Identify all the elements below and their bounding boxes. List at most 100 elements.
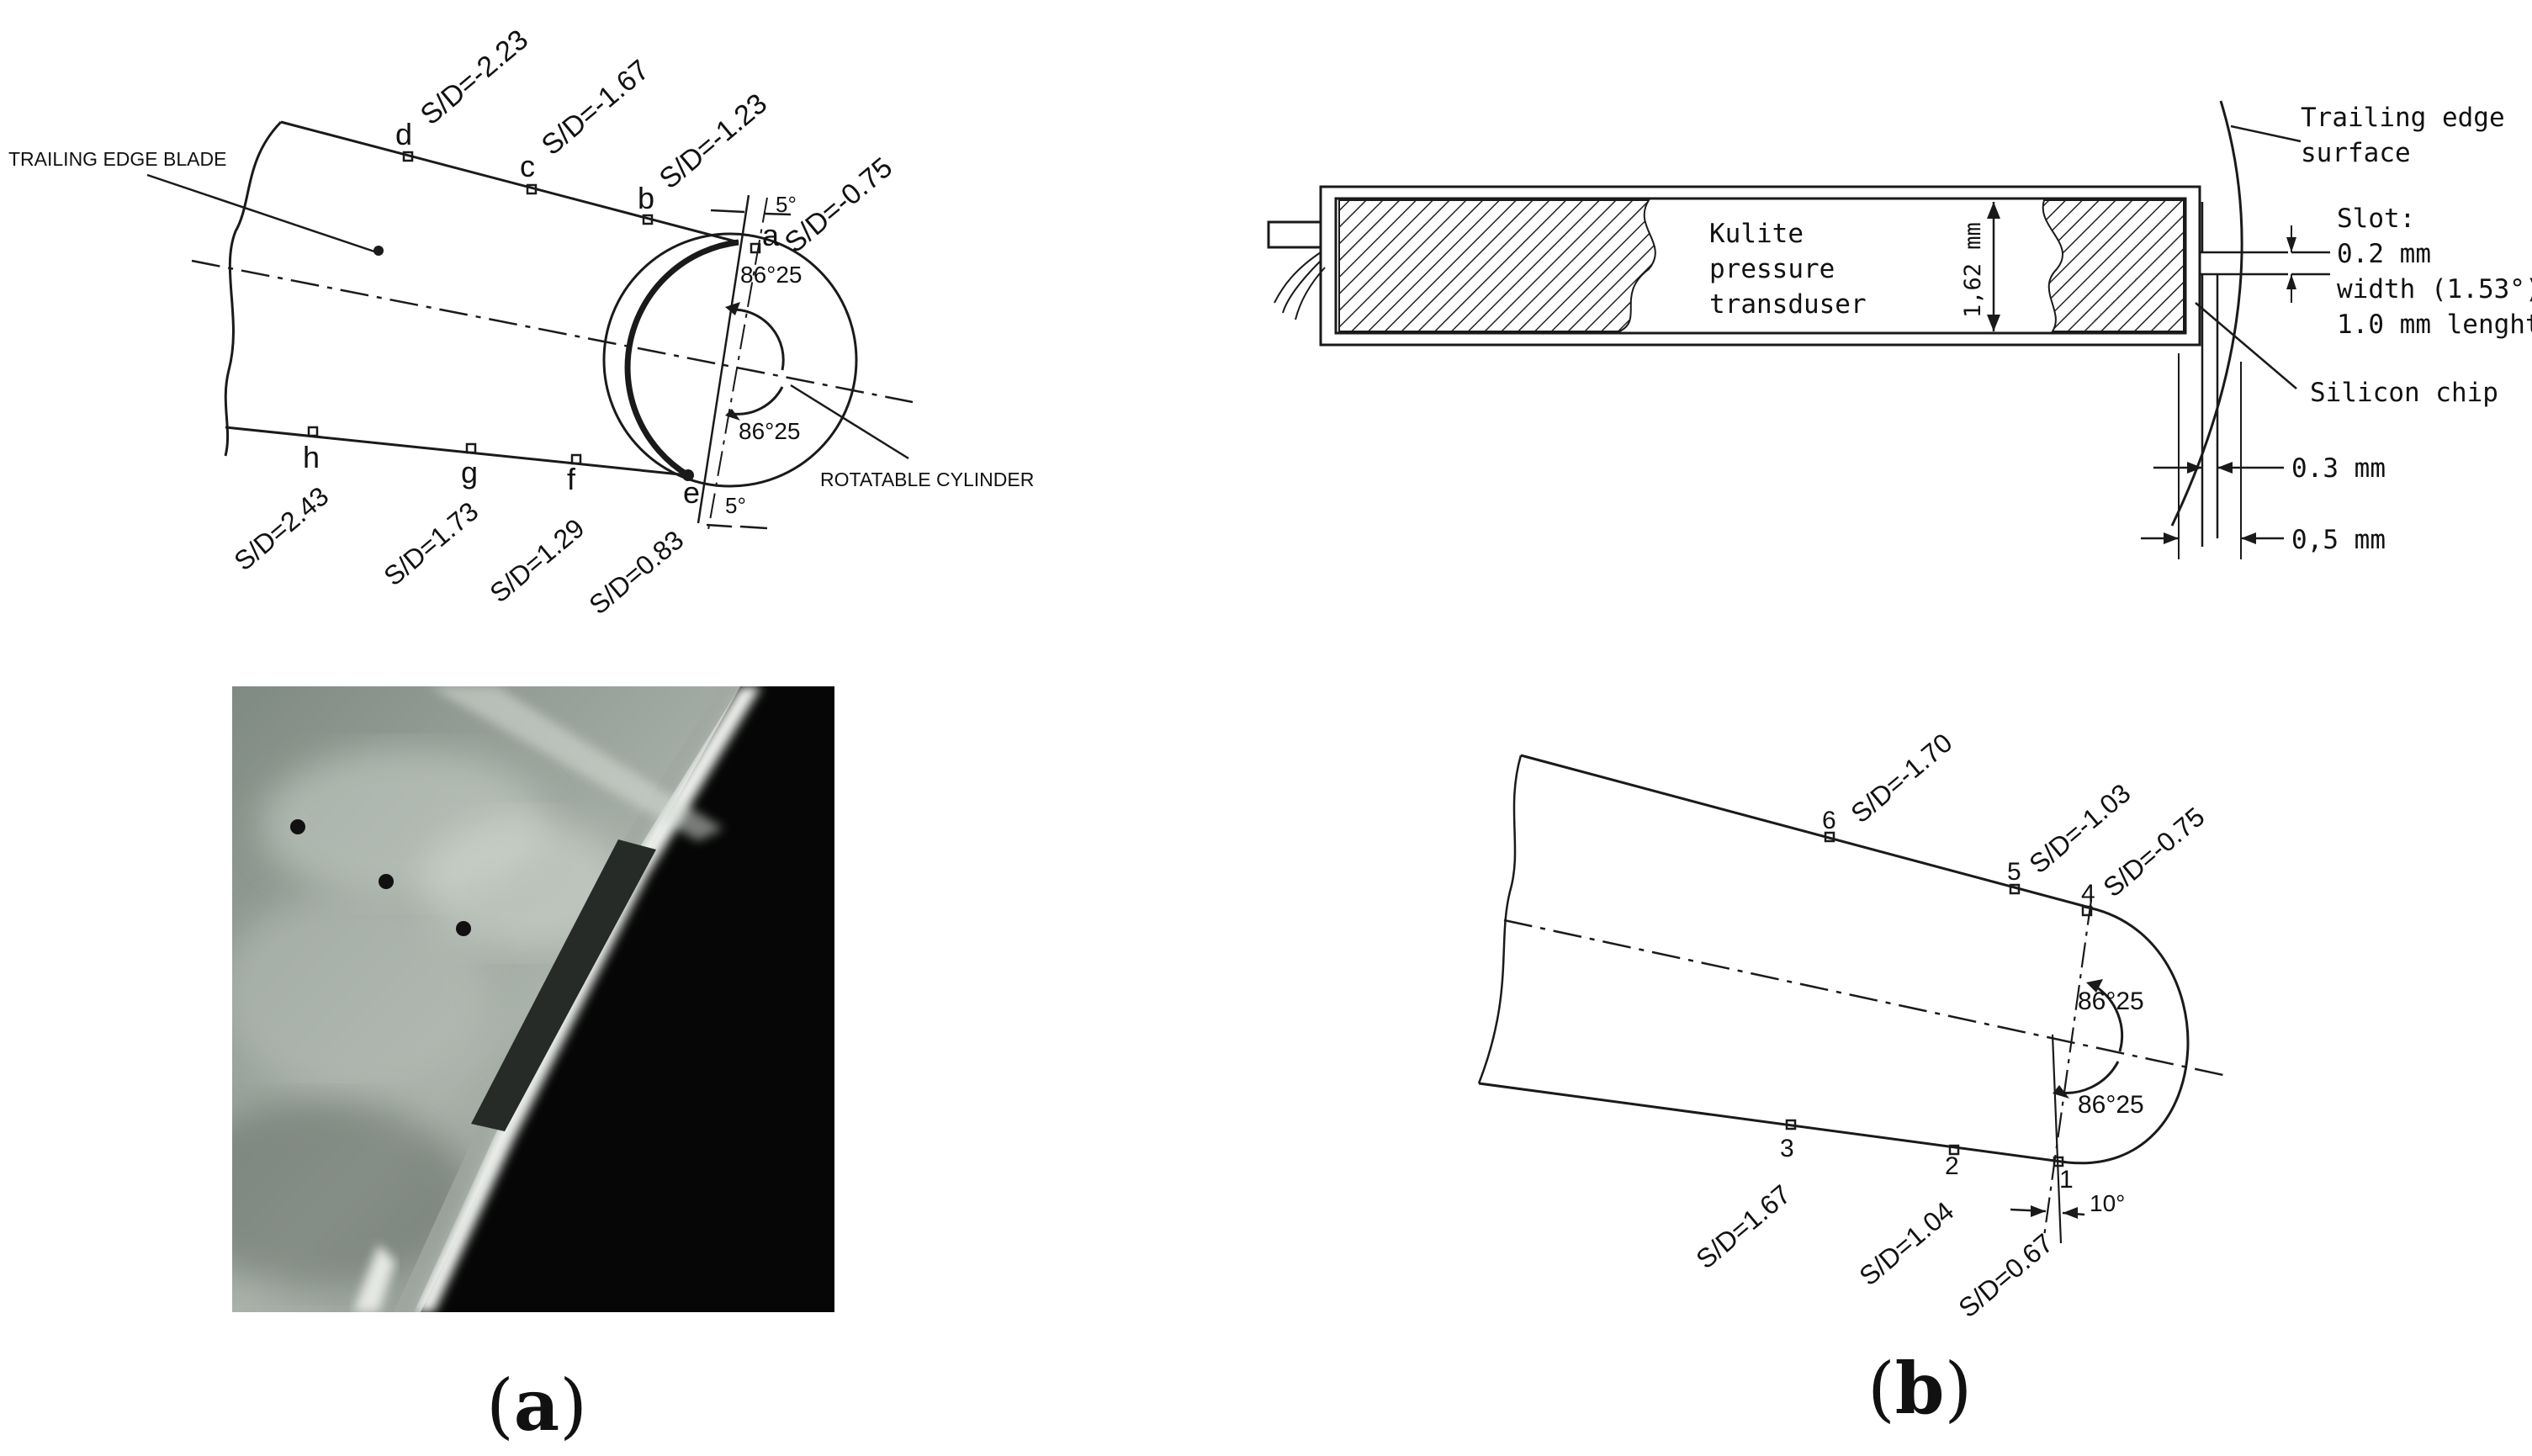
- panel-b-angle-upper: 86°25: [2078, 987, 2144, 1015]
- blade-b-lower-surface: [1478, 1082, 2069, 1164]
- arrowhead-lower: [725, 409, 740, 421]
- blade-photo: [232, 686, 834, 1312]
- blade-centerline: [191, 259, 914, 404]
- tap-e-sd-label: S/D=0.83: [583, 524, 689, 620]
- tap-g-sd-label: S/D=1.73: [378, 495, 484, 591]
- tap-e-marker: [682, 469, 694, 481]
- cylinder-chord-line-1: [697, 194, 750, 524]
- blade-upper-surface: [280, 120, 739, 244]
- rotatable-cylinder-leader: [790, 384, 909, 460]
- trailing-edge-blade-label: TRAILING EDGE BLADE: [8, 148, 226, 170]
- tap-d-sd-label: S/D=-2.23: [415, 24, 534, 131]
- blade-b-angle-arc-lower: [2053, 1061, 2120, 1094]
- tap-5-marker: [2009, 883, 2021, 895]
- panel-a-angle-lower: 86°25: [739, 418, 801, 444]
- tap-d-letter: d: [395, 117, 412, 151]
- panel-b-angle-10: 10°: [2090, 1190, 2125, 1216]
- tap-1-number: 1: [2059, 1166, 2074, 1194]
- cylinder-heavy-arc: [624, 239, 739, 478]
- tap-f-marker: [570, 453, 582, 465]
- tap-2-sd-label: S/D=1.04: [1853, 1195, 1959, 1291]
- rotatable-cylinder-label: ROTATABLE CYLINDER: [820, 469, 1034, 490]
- blade-b-chord-line-2: [2051, 1034, 2063, 1244]
- tap-1-marker: [2053, 1156, 2064, 1167]
- tap-b-marker: [642, 214, 654, 225]
- tap-3-marker: [1785, 1119, 1797, 1130]
- tap-b-sd-label: S/D=-1.23: [654, 87, 773, 195]
- slot-label-4: 1.0 mm lenght: [2337, 310, 2532, 340]
- blade-point-dot: [373, 246, 384, 256]
- sensor-cable: [1267, 220, 1322, 249]
- tap-4-marker: [2081, 905, 2093, 917]
- tap-a-letter: a: [762, 218, 780, 252]
- tap-h-letter: h: [303, 440, 320, 474]
- blade-b-angle-arc-upper: [2094, 984, 2124, 1052]
- blade-b-break-line: [1477, 754, 1523, 1084]
- tap-3-number: 3: [1780, 1135, 1794, 1162]
- tap-3-sd-label: S/D=1.67: [1690, 1178, 1796, 1274]
- tap-g-marker: [465, 442, 477, 454]
- trailing-edge-surface-label-1: Trailing edge: [2301, 103, 2505, 133]
- trailing-edge-surface-curve: [2170, 100, 2243, 527]
- trailing-edge-surface-label-2: surface: [2301, 138, 2411, 168]
- blade-b-trailing-edge-arc: [2067, 905, 2190, 1165]
- blade-b-upper-surface: [1520, 754, 2094, 910]
- photo-tap-hole-1: [290, 819, 305, 834]
- angle-arc-lower: [731, 386, 784, 416]
- angle-arc-upper: [731, 308, 785, 371]
- tap-6-sd-label: S/D=-1.70: [1845, 728, 1957, 829]
- tap-c-marker: [526, 183, 538, 195]
- rotatable-cylinder-circle: [602, 232, 858, 488]
- tap-b-letter: b: [638, 181, 654, 215]
- tap-c-letter: c: [520, 149, 535, 183]
- blade-b-centerline: [1503, 919, 2232, 1078]
- tap-6-marker: [1824, 831, 1835, 843]
- panel-a-diagram: [146, 120, 914, 531]
- dim-05-label: 0,5 mm: [2291, 525, 2386, 555]
- tap-d-marker: [402, 151, 414, 162]
- blade-lower-surface: [225, 426, 689, 477]
- hatched-potting-right: [2042, 199, 2185, 332]
- panel-a-angle-5-top: 5°: [776, 192, 797, 217]
- panel-a-label: (a): [486, 1363, 587, 1447]
- tap-2-marker: [1948, 1144, 1960, 1156]
- tap-g-letter: g: [461, 455, 478, 490]
- sensor-tube-inner: [1334, 197, 2187, 335]
- panel-b-label: (b): [1867, 1347, 1972, 1430]
- sensor-height-label: 1,62 mm: [1960, 222, 1986, 318]
- tap-a-sd-label: S/D=-0.75: [779, 151, 898, 259]
- tap-h-sd-label: S/D=2.43: [228, 480, 334, 576]
- blade-break-line: [224, 120, 283, 457]
- slot-label-1: Slot:: [2337, 204, 2415, 234]
- photo-tap-hole-2: [379, 874, 394, 889]
- silicon-chip-label: Silicon chip: [2310, 378, 2498, 408]
- hatched-potting-left: [1338, 199, 1656, 332]
- trailing-edge-blade-leader: [146, 173, 378, 254]
- tap-a-marker: [750, 242, 761, 254]
- arrowhead-upper: [725, 302, 740, 315]
- blade-b-chord-line-1: [2042, 899, 2093, 1237]
- slot-label-2: 0.2 mm: [2337, 239, 2431, 269]
- tap-f-letter: f: [567, 462, 576, 496]
- kulite-sensor-diagram: [1267, 100, 2330, 559]
- slot-label-3: width (1.53°): [2337, 274, 2532, 304]
- panel-a-angle-upper: 86°25: [740, 262, 803, 288]
- kulite-label-1: Kulite: [1709, 219, 1804, 249]
- tap-6-number: 6: [1822, 807, 1836, 834]
- dim-03-label: 0.3 mm: [2291, 453, 2386, 484]
- tap-2-number: 2: [1945, 1152, 1959, 1180]
- kulite-label-2: pressure: [1709, 254, 1835, 284]
- sensor-tube-outer: [1319, 185, 2201, 347]
- panel-b-diagram: [1477, 754, 2232, 1244]
- kulite-label-3: transduser: [1709, 289, 1867, 320]
- cable-wires: [1274, 251, 1326, 320]
- tap-5-number: 5: [2007, 858, 2021, 886]
- tap-1-sd-label: S/D=0.67: [1952, 1227, 2058, 1323]
- tap-4-number: 4: [2081, 880, 2095, 908]
- panel-b-angle-lower: 86°25: [2078, 1091, 2144, 1119]
- tap-e-letter: e: [683, 475, 700, 510]
- panel-a-angle-5-bottom: 5°: [725, 493, 746, 518]
- photo-tap-hole-3: [456, 921, 471, 936]
- tap-c-sd-label: S/D=-1.67: [536, 54, 655, 161]
